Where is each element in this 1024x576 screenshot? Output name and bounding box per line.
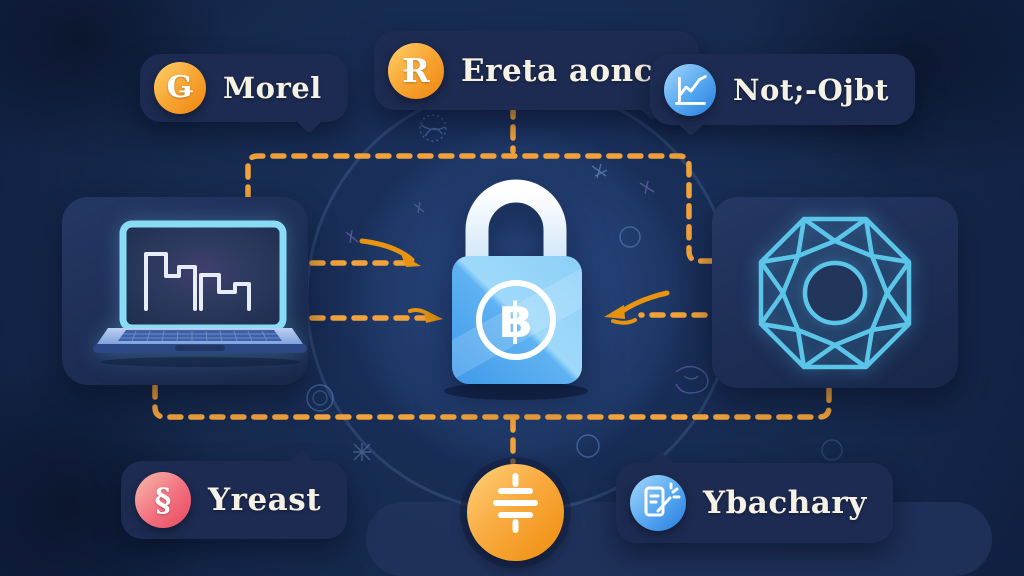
chart-icon	[664, 63, 716, 116]
lock-shackle	[465, 179, 567, 264]
badge-label: Yreast	[208, 482, 322, 518]
bitcoin-glyph: ฿	[499, 293, 532, 349]
lock-emblem-ring	[476, 280, 556, 360]
badge-label: Ybachary	[703, 485, 867, 521]
chart-icon	[675, 74, 707, 105]
lock-sheen	[452, 268, 582, 380]
arrowheads	[359, 238, 670, 325]
badge-yreast: § Yreast	[121, 461, 348, 539]
coin-glyph: Ɍ	[402, 51, 430, 90]
document-pen-icon	[630, 475, 686, 531]
lock-body	[452, 256, 582, 384]
dash-top-rail	[245, 153, 716, 264]
badge-label: Morel	[223, 71, 322, 105]
coin-glyph: §	[154, 481, 172, 519]
laptop-panel	[62, 197, 308, 385]
bitcoin-padlock: ฿	[452, 179, 582, 384]
ledger-coin	[467, 464, 564, 561]
network-polyhedron-icon	[758, 216, 912, 370]
coin-glyph: Ǥ	[166, 70, 194, 105]
laptop-bar-chart-icon	[93, 220, 307, 367]
document-pen-icon	[644, 482, 681, 517]
badge-morel: Ǥ Morel	[140, 54, 348, 122]
currency-coin-icon: Ǥ	[154, 62, 206, 114]
badge-label: Ereta aonce	[461, 52, 674, 89]
badge-ybachary: Ybachary	[616, 463, 893, 543]
currency-coin-icon: Ɍ	[388, 42, 444, 99]
decorative-doodles	[306, 114, 843, 461]
lock-shadow	[444, 382, 588, 400]
badge-not-ojbt: Not;-Ojbt	[650, 54, 915, 125]
network-panel	[712, 197, 958, 388]
ledger-coin-icon	[493, 473, 538, 533]
badge-label: Not;-Ojbt	[733, 72, 889, 107]
badge-ereta-aonce: Ɍ Ereta aonce	[374, 31, 700, 110]
currency-coin-icon: §	[135, 472, 191, 528]
